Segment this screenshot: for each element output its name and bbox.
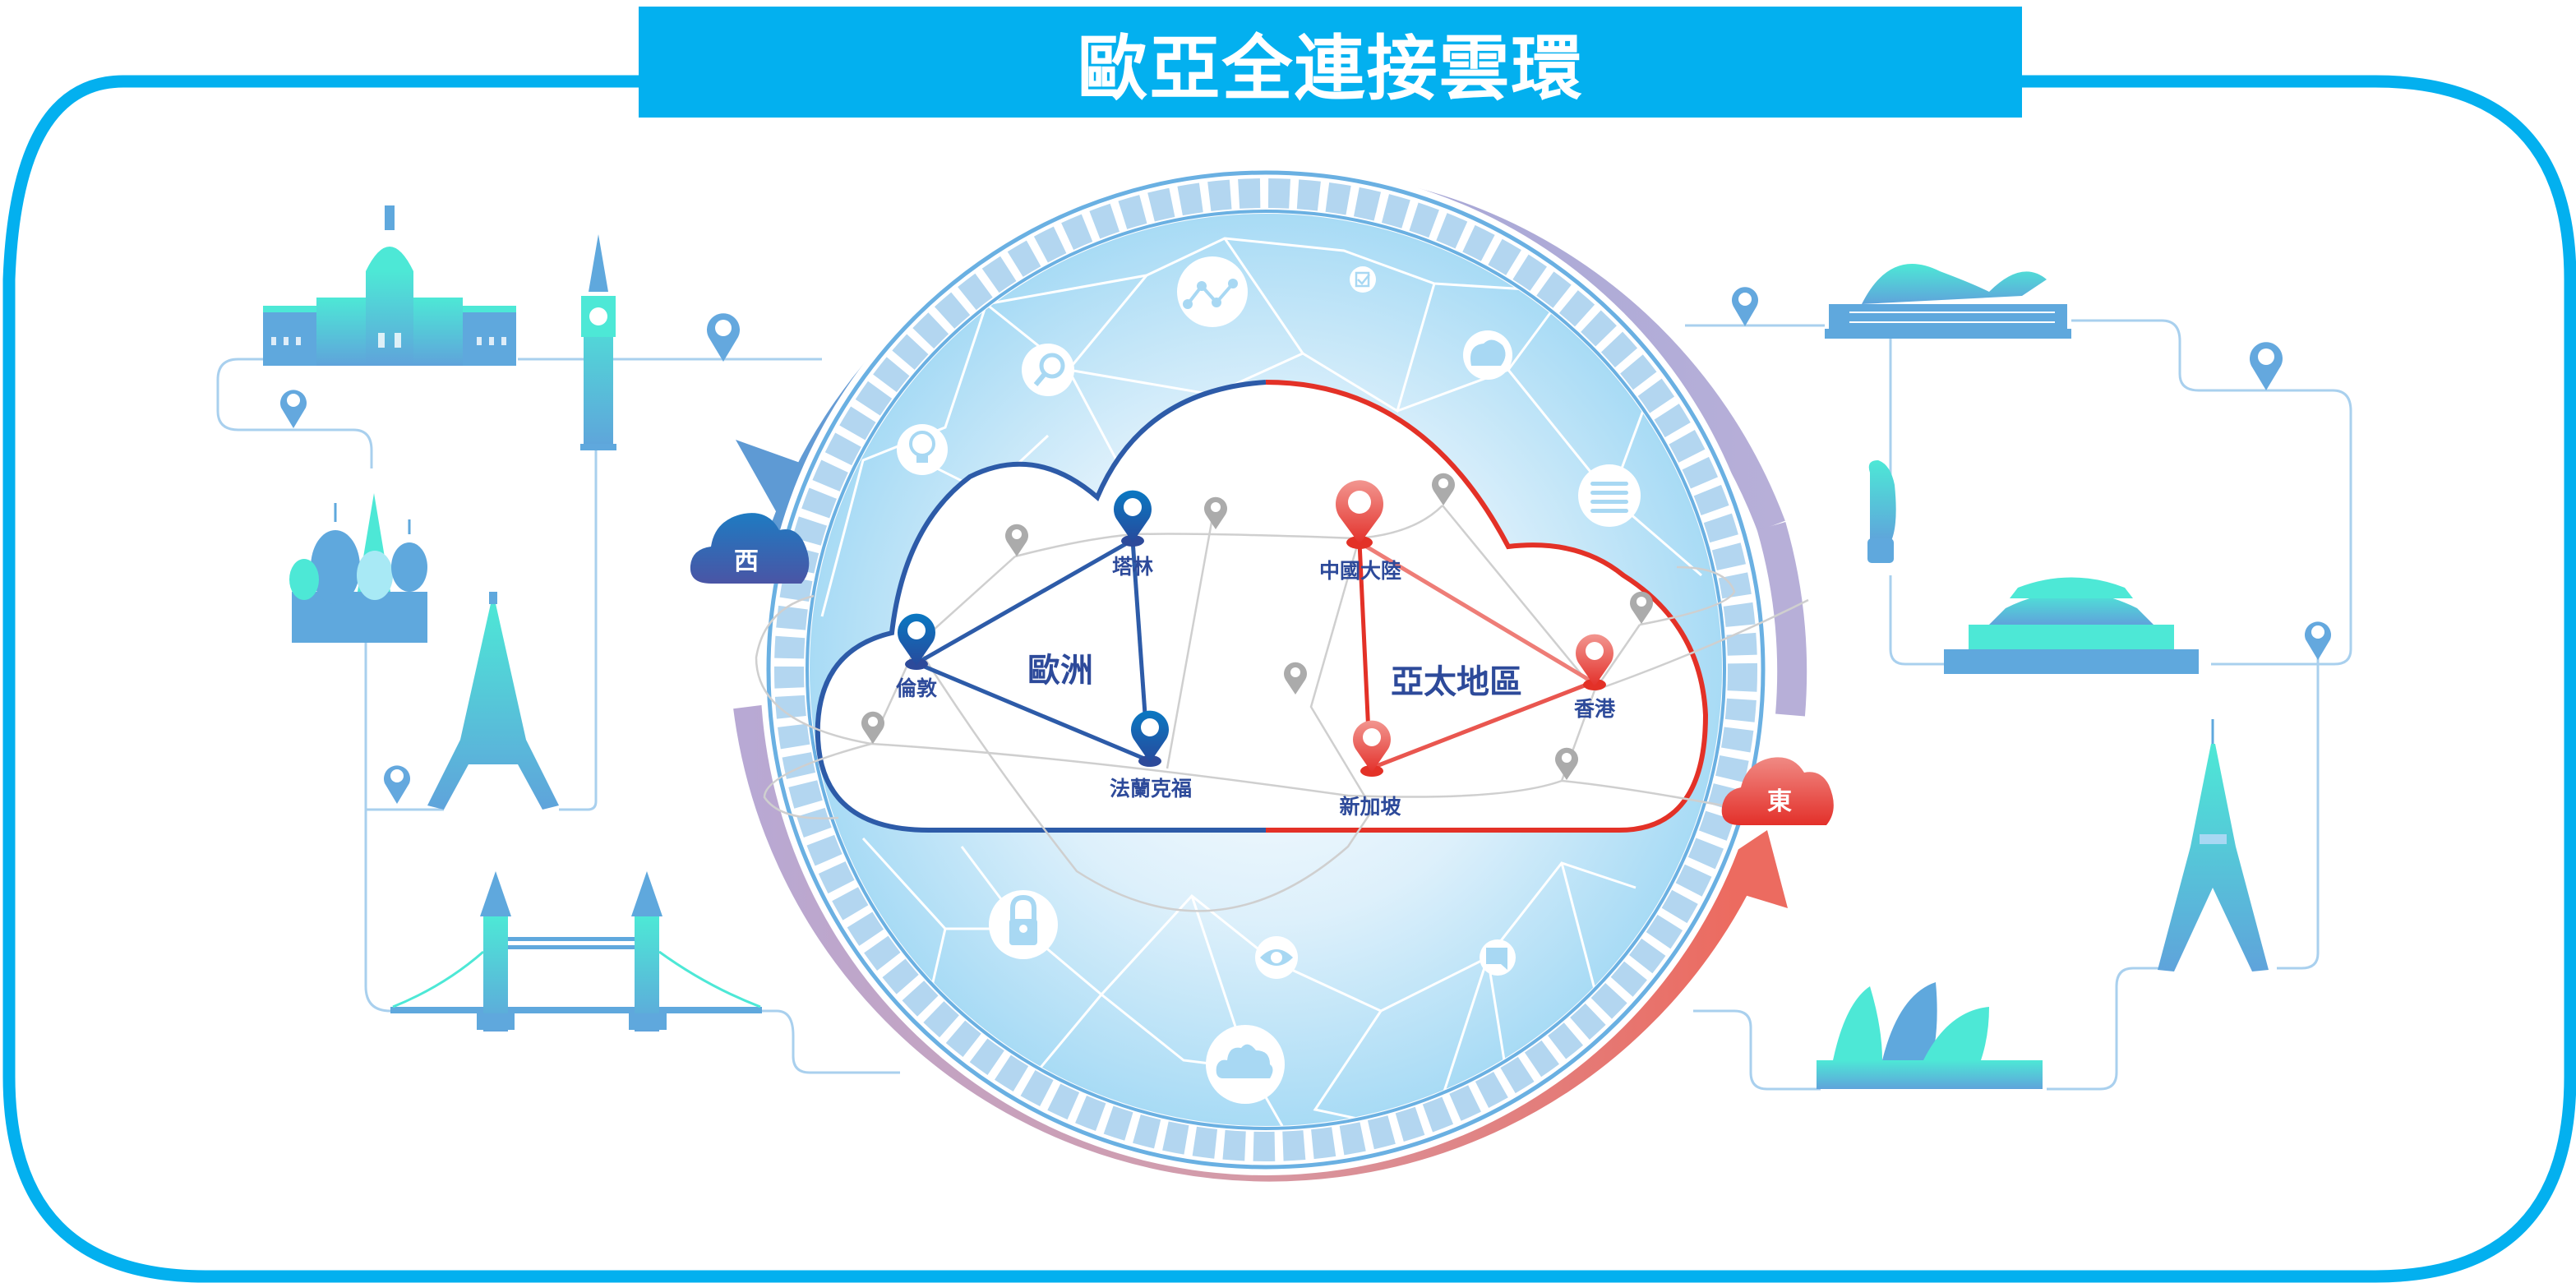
eiffel-tower-landmark <box>427 592 559 810</box>
west-badge-cloud[interactable] <box>690 513 810 584</box>
search-icon <box>1022 344 1074 396</box>
left-map-pins <box>280 313 740 804</box>
city-label-tallinn: 塔林 <box>1111 555 1154 579</box>
cloud-outline-europe <box>815 380 1267 833</box>
right-route-lines <box>1685 319 2352 1091</box>
city-label-london: 倫敦 <box>895 676 938 700</box>
checklist-icon <box>1350 266 1376 293</box>
cloud-icon <box>1206 1025 1285 1104</box>
chart-line-icon <box>1177 256 1248 327</box>
east-badge-label: 東 <box>1767 787 1792 816</box>
city-label-frankfurt: 法蘭克福 <box>1109 777 1193 801</box>
list-icon <box>1578 464 1641 527</box>
east-arrow-head <box>1693 830 1788 908</box>
chat-icon <box>1480 939 1516 976</box>
st-basils-cathedral-landmark <box>289 493 427 643</box>
pin-singapore[interactable] <box>1353 720 1391 777</box>
city-label-hong-kong: 香港 <box>1573 697 1616 721</box>
cloud-outline-asia-pacific <box>1265 380 1709 833</box>
charlottenburg-palace-landmark <box>263 205 516 366</box>
region-label-asia-pacific: 亞太地區 <box>1391 663 1522 701</box>
lightbulb-icon <box>897 424 948 475</box>
cloud-white-fill <box>817 382 1706 830</box>
ring-icons <box>897 256 1641 1104</box>
lock-icon <box>989 890 1058 959</box>
grey-location-pins <box>861 473 1653 780</box>
merlion-landmark <box>1867 460 1896 563</box>
pin-tallinn[interactable] <box>1114 490 1152 547</box>
page-title: 歐亞全連接雲環 <box>1077 28 1584 110</box>
title-banner: 歐亞全連接雲環 <box>639 7 2022 118</box>
tower-bridge-landmark <box>390 871 762 1031</box>
hong-kong-convention-centre-landmark <box>1825 264 2071 339</box>
city-label-singapore: 新加坡 <box>1339 795 1401 819</box>
westward-arc-right <box>1757 522 1807 717</box>
eye-icon <box>1255 936 1298 979</box>
city-label-mainland-china: 中國大陸 <box>1318 559 1402 583</box>
sydney-opera-house-landmark <box>1817 982 2043 1089</box>
brain-icon <box>1463 330 1512 380</box>
frame-border <box>2 75 2576 1283</box>
region-label-europe: 歐洲 <box>1027 652 1093 690</box>
tokyo-tower-landmark <box>2158 719 2269 971</box>
global-route-lines <box>755 505 1809 912</box>
pin-frankfurt[interactable] <box>1131 710 1169 767</box>
pin-hong-kong[interactable] <box>1576 634 1613 690</box>
east-badge-cloud[interactable] <box>1721 757 1834 825</box>
segmented-ring <box>774 178 1757 1161</box>
forbidden-city-landmark <box>1944 577 2199 674</box>
west-badge-label: 西 <box>734 547 759 576</box>
big-ben-landmark <box>580 234 616 450</box>
right-map-pins <box>1732 287 2331 660</box>
left-route-lines <box>216 358 900 1074</box>
pin-london[interactable] <box>898 613 935 670</box>
pin-mainland-china[interactable] <box>1336 480 1383 549</box>
